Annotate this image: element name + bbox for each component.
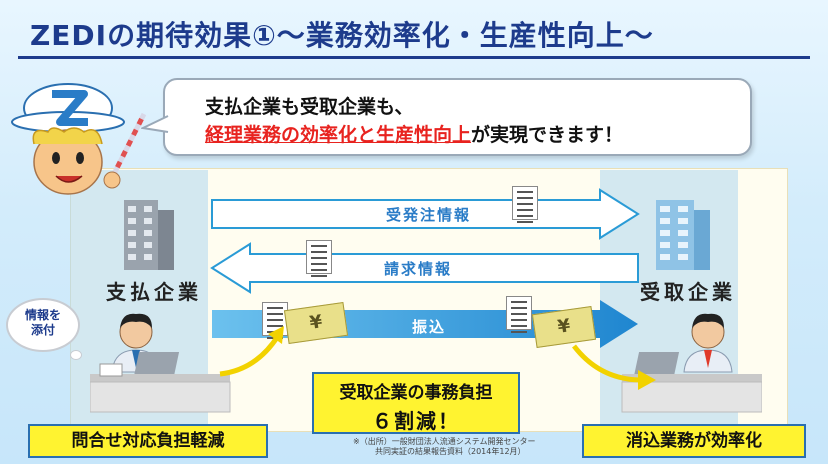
title-underline: [18, 56, 810, 59]
speech-line-1: 支払企業も受取企業も、: [205, 96, 414, 118]
speech-tail: [141, 115, 169, 133]
benefit-right-box: 消込業務が効率化: [582, 424, 806, 458]
speech-highlight: 経理業務の効率化と生産性向上: [205, 124, 472, 146]
burden-reduction-box: 受取企業の事務負担 ６割減！: [312, 372, 520, 434]
source-note: ※（出所）一般財団法人流通システム開発センター 共同実証の結果報告資料（2014…: [353, 437, 535, 457]
receiver-company-label: 受取企業: [640, 280, 736, 304]
mascot-illustration: [11, 83, 147, 195]
transfer-document-icon-left: [262, 302, 288, 339]
payer-worker-illustration: [90, 313, 231, 413]
speech-bubble: 支払企業も受取企業も、 経理業務の効率化と生産性向上が実現できます！: [141, 78, 752, 156]
source-note-line-1: ※（出所）一般財団法人流通システム開発センター: [353, 437, 536, 446]
invoice-info-label: 請求情報: [384, 260, 453, 278]
cloud-text-line-1: 情報を: [24, 308, 61, 322]
order-document-icon: [512, 186, 538, 223]
speech-line-2: 経理業務の効率化と生産性向上が実現できます！: [205, 120, 623, 147]
order-info-label: 受発注情報: [386, 206, 472, 224]
right-curved-arrow-icon: [572, 344, 656, 390]
thought-bubble-dot: [70, 350, 82, 360]
speech-line-2-rest: が実現できます！: [471, 124, 624, 146]
page-title: ZEDIの期待効果①～業務効率化・生産性向上～: [30, 19, 654, 52]
burden-line-1: 受取企業の事務負担: [339, 383, 493, 403]
invoice-document-icon: [306, 240, 332, 277]
payer-building-icon: [124, 200, 174, 270]
cloud-text: 情報を 添付: [8, 308, 78, 338]
payer-company-label: 支払企業: [106, 280, 202, 304]
left-curved-arrow-icon: [219, 326, 284, 377]
title-bar: ZEDIの期待効果①～業務効率化・生産性向上～: [8, 6, 820, 59]
transfer-label: 振込: [412, 318, 447, 336]
benefit-left-box: 問合せ対応負担軽減: [28, 424, 268, 458]
transfer-document-icon-right: [506, 296, 532, 333]
cloud-text-line-2: 添付: [30, 323, 55, 337]
burden-line-2: ６割減！: [372, 409, 460, 433]
source-note-line-2: 共同実証の結果報告資料（2014年12月）: [375, 447, 526, 456]
receiver-worker-illustration: [621, 313, 762, 413]
receiver-building-icon: [656, 200, 710, 270]
thought-cloud: 情報を 添付: [6, 298, 80, 352]
